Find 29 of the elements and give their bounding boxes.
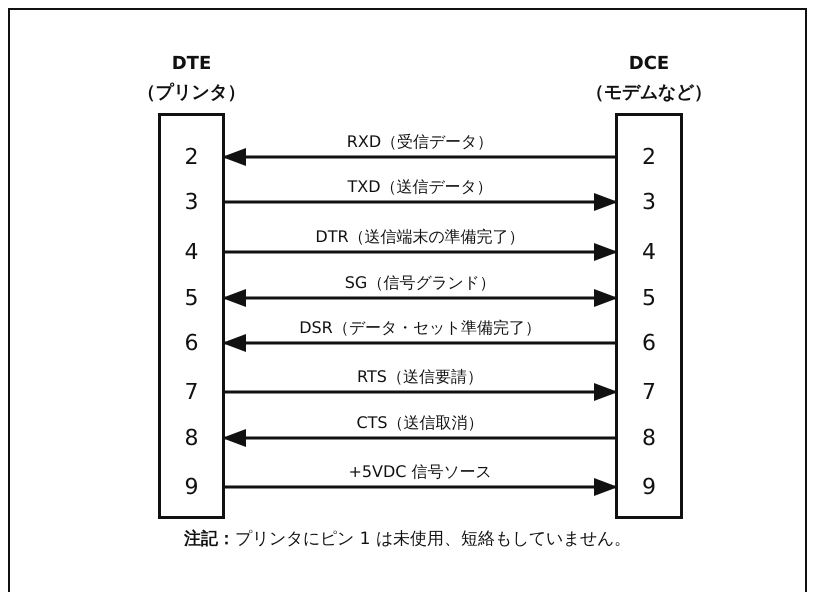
heading: （プリンタ） <box>136 81 246 104</box>
pin-number: 8 <box>618 416 680 460</box>
pin-number: 4 <box>161 230 222 274</box>
heading: DTE <box>170 53 212 74</box>
signal-arrow <box>222 429 618 447</box>
pin-number: 3 <box>618 180 680 224</box>
pin-number: 8 <box>161 416 222 460</box>
heading: （モデムなど） <box>585 81 713 104</box>
signal-arrow <box>222 243 618 261</box>
signal-arrow <box>222 289 618 307</box>
pin-number: 6 <box>161 321 222 365</box>
signal-arrow <box>222 148 618 166</box>
pin-number: 5 <box>618 276 680 320</box>
pin-number: 2 <box>161 135 222 179</box>
signal-arrow <box>222 334 618 352</box>
pin-number: 2 <box>618 135 680 179</box>
pin-number: 6 <box>618 321 680 365</box>
signal-arrow <box>222 478 618 496</box>
pin-number: 4 <box>618 230 680 274</box>
pin-number: 7 <box>618 370 680 414</box>
pin-number: 9 <box>618 465 680 509</box>
pin-number: 3 <box>161 180 222 224</box>
pin-number: 7 <box>161 370 222 414</box>
heading: DCE <box>628 53 670 74</box>
pin-number: 9 <box>161 465 222 509</box>
pin-number: 5 <box>161 276 222 320</box>
note-text: 注記：プリンタにピン 1 は未使用、短絡もしていません。 <box>183 528 632 550</box>
signal-arrow <box>222 193 618 211</box>
signal-arrow <box>222 383 618 401</box>
